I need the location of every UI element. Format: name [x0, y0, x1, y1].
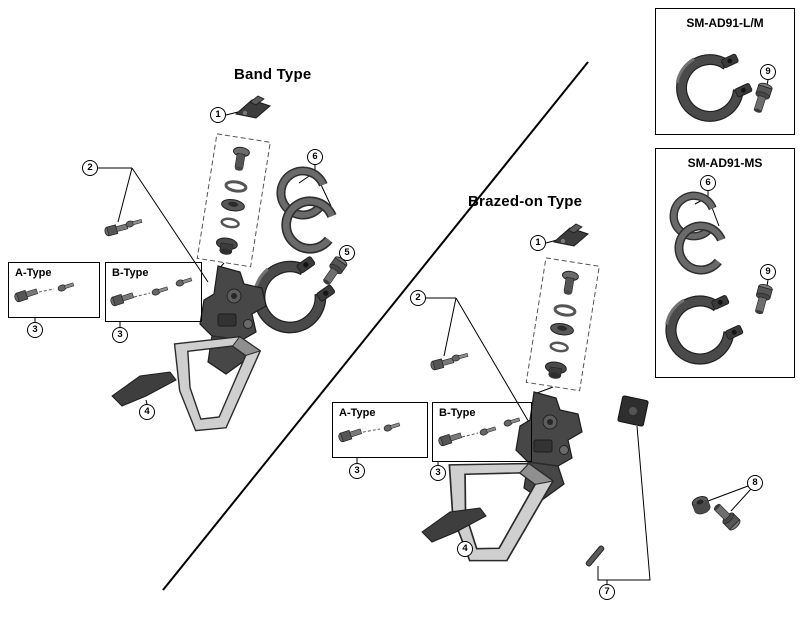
callout-brazed-4: 4 [457, 541, 473, 557]
a-type-brazed-title: A-Type [339, 407, 376, 419]
callout-brazed-3b: 3 [430, 465, 446, 481]
callout-brazed-1: 1 [530, 235, 546, 251]
band-adjust-screw [125, 217, 143, 229]
sm-ad91-ms-title: SM-AD91-MS [687, 156, 763, 170]
callout-band-6: 6 [307, 149, 323, 165]
b-type-box-band: B-Type [105, 262, 202, 322]
callout-brazed-2: 2 [410, 290, 426, 306]
brazed-on-type-heading: Brazed-on Type [468, 193, 583, 210]
a-type-box-band: A-Type [8, 262, 100, 318]
a-type-box-brazed: A-Type [332, 402, 428, 458]
band-type-heading: Band Type [234, 66, 312, 83]
brazed-adjust-bolt [429, 355, 455, 371]
callout-brazed-8: 8 [747, 475, 763, 491]
callout-band-3b: 3 [112, 327, 128, 343]
callout-ms-6: 6 [700, 175, 716, 191]
brazed-support-pin [584, 544, 606, 568]
brazed-cable-guide-part [553, 223, 589, 247]
sm-ad91-lm-box: SM-AD91-L/M [655, 8, 795, 135]
brazed-mount-nut [690, 494, 713, 517]
band-chain-guide [165, 329, 263, 438]
callout-lm-9: 9 [760, 64, 776, 80]
callout-ms-9: 9 [760, 264, 776, 280]
sm-ad91-lm-title: SM-AD91-L/M [686, 16, 764, 30]
callout-band-5: 5 [339, 245, 355, 261]
b-type-band-title: B-Type [112, 267, 149, 279]
dashed-guide-lines [33, 288, 479, 438]
callout-band-4: 4 [139, 404, 155, 420]
brazed-inner-plate [421, 507, 487, 543]
brazed-bolt-stack [524, 256, 601, 393]
diagonal-divider [162, 61, 589, 591]
band-shim-lower [283, 198, 334, 251]
band-shim-upper [278, 168, 325, 217]
band-cable-guide-part [235, 95, 271, 119]
sm-ad91-ms-box: SM-AD91-MS [655, 148, 795, 378]
band-bolt-stack [195, 132, 272, 269]
band-adjust-bolt [103, 221, 129, 237]
callout-brazed-7: 7 [599, 584, 615, 600]
callout-band-1: 1 [210, 107, 226, 123]
b-type-box-brazed: B-Type [432, 402, 532, 462]
brazed-adjust-screw [451, 351, 469, 363]
callout-band-2: 2 [82, 160, 98, 176]
band-inner-plate [111, 371, 177, 407]
a-type-band-title: A-Type [15, 267, 52, 279]
callout-band-3a: 3 [27, 322, 43, 338]
b-type-brazed-title: B-Type [439, 407, 476, 419]
callout-brazed-3a: 3 [349, 463, 365, 479]
brazed-mount-bolt [710, 500, 743, 533]
brazed-backup-plate [617, 395, 649, 427]
